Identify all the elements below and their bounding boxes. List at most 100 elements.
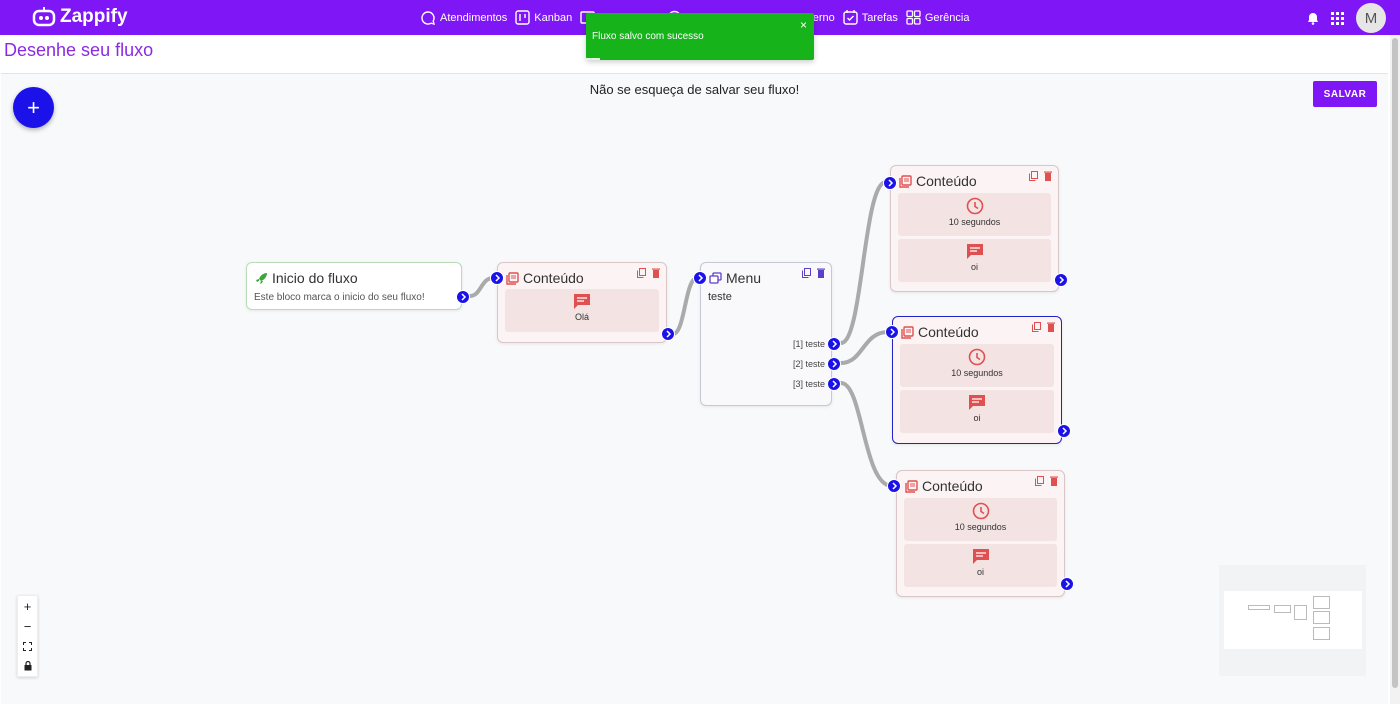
nav-label: Atendimentos <box>440 11 508 24</box>
fit-view-icon <box>23 641 32 651</box>
input-handle[interactable] <box>490 271 504 285</box>
node-title: Inicio do fluxo <box>255 270 358 286</box>
copy-icon[interactable] <box>802 268 811 278</box>
input-handle[interactable] <box>693 271 707 285</box>
minimap-viewport <box>1224 591 1362 649</box>
delete-icon[interactable] <box>817 268 825 278</box>
zoom-controls: + − <box>17 595 38 677</box>
scrollbar-thumb[interactable] <box>1392 38 1398 688</box>
flow-edges <box>468 180 894 488</box>
node-tools <box>1029 476 1058 486</box>
nav-tarefas[interactable]: Tarefas <box>843 10 898 25</box>
delay-text: 10 segundos <box>954 522 1007 532</box>
save-button[interactable]: SALVAR <box>1313 81 1377 107</box>
node-content-1[interactable]: Conteúdo Olá <box>490 262 675 343</box>
library-icon <box>901 325 914 339</box>
clock-icon <box>968 348 986 366</box>
node-start[interactable]: Inicio do fluxo Este bloco marca o inici… <box>246 262 470 310</box>
delete-icon[interactable] <box>1044 171 1052 181</box>
bell-icon[interactable] <box>1307 12 1319 25</box>
app-logo[interactable]: Zappify <box>32 6 128 28</box>
copy-icon[interactable] <box>1032 322 1041 332</box>
flow-canvas[interactable]: Não se esqueça de salvar seu fluxo! + SA… <box>1 73 1388 704</box>
minimap[interactable] <box>1219 565 1366 676</box>
message-block[interactable]: oi <box>904 544 1057 587</box>
apps-grid-icon[interactable] <box>1331 11 1344 25</box>
nav-label: Tarefas <box>861 11 898 24</box>
input-handle[interactable] <box>883 176 897 190</box>
delay-block[interactable]: 10 segundos <box>898 193 1051 236</box>
rocket-icon <box>256 272 267 284</box>
scrollbar[interactable] <box>1390 35 1400 704</box>
close-icon[interactable]: × <box>799 18 807 32</box>
delay-text: 10 segundos <box>951 368 1003 378</box>
menu-option-3: [3] teste <box>792 379 825 389</box>
chevron-right-icon <box>892 482 898 490</box>
edge-content1-menu <box>671 276 699 336</box>
minimap-node <box>1294 605 1307 620</box>
delay-block[interactable]: 10 segundos <box>904 498 1057 541</box>
delete-icon[interactable] <box>1047 322 1055 332</box>
input-handle[interactable] <box>887 479 901 493</box>
nav-gerencia[interactable]: Gerência <box>906 10 969 25</box>
output-handle[interactable] <box>661 327 675 341</box>
menu-text: teste <box>708 291 732 303</box>
delete-icon[interactable] <box>652 268 660 278</box>
input-handle[interactable] <box>885 325 899 339</box>
delete-icon[interactable] <box>1050 476 1058 486</box>
zoom-in-button[interactable]: + <box>23 598 32 614</box>
grid-icon <box>906 10 921 25</box>
lock-icon <box>24 661 31 671</box>
option-1-handle[interactable] <box>827 337 841 351</box>
nav-atendimentos[interactable]: Atendimentos <box>420 10 507 26</box>
node-title: Conteúdo <box>905 478 983 494</box>
node-title-text: Conteúdo <box>523 270 584 286</box>
delay-text: 10 segundos <box>948 217 1001 227</box>
nav-kanban[interactable]: Kanban <box>515 10 572 25</box>
clock-icon <box>966 197 983 215</box>
copy-icon[interactable] <box>1029 171 1038 181</box>
add-node-button[interactable]: + <box>13 87 54 128</box>
option-3-handle[interactable] <box>827 377 841 391</box>
message-icon <box>574 294 590 309</box>
message-icon <box>969 395 985 410</box>
node-content-4[interactable]: Conteúdo 10 segundos oi <box>887 470 1074 597</box>
output-handle[interactable] <box>1057 424 1071 438</box>
chevron-right-icon <box>1062 427 1068 435</box>
edge-menu-content3 <box>839 330 890 365</box>
calendar-check-icon <box>843 10 858 25</box>
node-title-text: Conteúdo <box>922 478 983 494</box>
message-block[interactable]: Olá <box>505 289 659 332</box>
message-icon <box>972 549 989 564</box>
message-icon <box>966 244 983 259</box>
avatar[interactable]: M <box>1356 3 1386 33</box>
copy-icon[interactable] <box>1035 476 1044 486</box>
node-title: Conteúdo <box>901 324 979 340</box>
fit-view-button[interactable] <box>18 636 37 656</box>
minimap-node <box>1313 596 1330 609</box>
zoom-out-button[interactable]: − <box>23 618 32 634</box>
library-icon <box>506 271 519 285</box>
edge-menu-content4 <box>839 381 894 488</box>
robot-icon <box>32 7 56 27</box>
output-handle[interactable] <box>456 290 470 304</box>
chevron-right-icon <box>666 330 672 338</box>
message-block[interactable]: oi <box>900 390 1054 433</box>
delay-block[interactable]: 10 segundos <box>900 344 1054 387</box>
copy-icon[interactable] <box>637 268 646 278</box>
node-content-3[interactable]: Conteúdo 10 segundos oi <box>885 316 1071 444</box>
node-title: Menu <box>709 270 761 286</box>
node-content-2[interactable]: Conteúdo 10 segundos oi <box>883 165 1068 292</box>
chevron-right-icon <box>495 274 501 282</box>
output-handle[interactable] <box>1060 577 1074 591</box>
chevron-right-icon <box>698 274 704 282</box>
success-toast: Fluxo salvo com sucesso × <box>586 13 814 60</box>
node-tools <box>1023 171 1052 181</box>
message-block[interactable]: oi <box>898 239 1051 282</box>
option-2-handle[interactable] <box>827 357 841 371</box>
output-handle[interactable] <box>1054 273 1068 287</box>
lock-button[interactable] <box>18 656 37 676</box>
message-text: oi <box>976 567 984 577</box>
node-menu[interactable]: Menu teste [1] teste [2] teste [3] teste <box>693 262 841 406</box>
nav-label: Kanban <box>534 11 573 24</box>
